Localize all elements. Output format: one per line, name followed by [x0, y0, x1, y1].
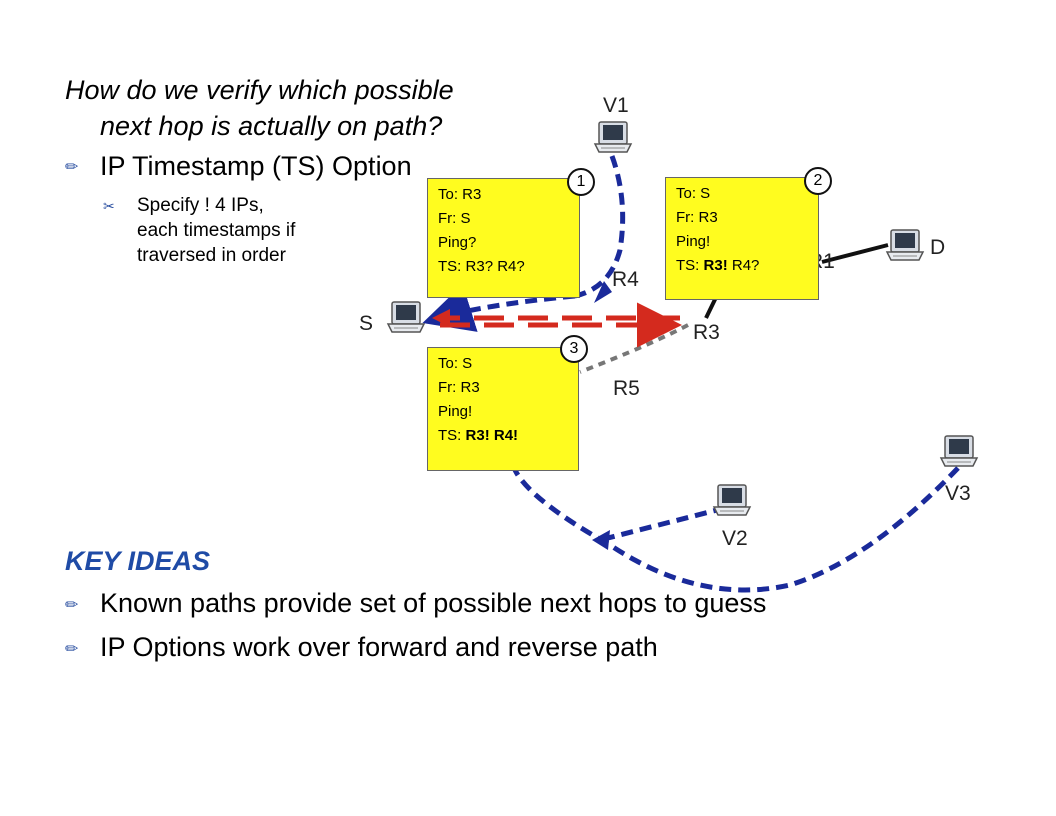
packet-to: To: S: [438, 355, 473, 372]
packet-ts: TS: R3! R4?: [676, 254, 818, 278]
node-label-r5: R5: [613, 377, 640, 400]
pencil-bullet-icon: ✏: [65, 158, 79, 176]
path-v3-to-s: [512, 466, 960, 593]
question-line-2: next hop is actually on path?: [100, 111, 443, 141]
packet-ts: TS: R3! R4!: [438, 424, 578, 448]
bullet-text: IP Timestamp (TS) Option: [100, 151, 412, 181]
bullet-ip-timestamp: ✏ IP Timestamp (TS) Option: [65, 148, 412, 186]
laptop-v2-icon: [713, 484, 751, 516]
ts-prefix: TS:: [438, 427, 466, 444]
packet-box-3: To: S Fr: R3 Ping! TS: R3! R4!: [427, 347, 579, 471]
packet-ping: Ping?: [438, 234, 477, 251]
packet-ping: Ping!: [676, 233, 711, 250]
packet-from: Fr: S: [438, 210, 471, 227]
sub-bullet-line-3: traversed in order: [137, 245, 286, 266]
path-arrowhead: [594, 281, 612, 303]
ts-r3: R3!: [703, 257, 728, 274]
pencil-bullet-icon: ✏: [65, 596, 79, 614]
packet-ts: TS: R3? R4?: [438, 255, 579, 279]
packet-box-1: To: R3 Fr: S Ping? TS: R3? R4?: [427, 178, 580, 298]
laptop-s-icon: [387, 301, 425, 333]
scissors-bullet-icon: ✂: [103, 198, 115, 214]
key-idea-text: Known paths provide set of possible next…: [100, 588, 767, 618]
path-v1-to-s: [422, 155, 626, 332]
packet-to: To: S: [676, 185, 711, 202]
packet-from: Fr: R3: [438, 379, 480, 396]
packet-box-2: To: S Fr: R3 Ping! TS: R3! R4?: [665, 177, 819, 300]
ts-r3: R3?: [465, 258, 494, 275]
laptop-v1-icon: [594, 121, 632, 153]
sub-bullet-line-1: ✂ Specify ! 4 IPs,: [103, 193, 264, 219]
packet-from: Fr: R3: [676, 209, 718, 226]
key-idea-1: ✏ Known paths provide set of possible nex…: [65, 588, 766, 619]
key-idea-text: IP Options work over forward and reverse…: [100, 632, 658, 662]
path-arrowhead: [592, 530, 610, 550]
ts-r4: R4!: [493, 427, 519, 444]
node-label-r3: R3: [693, 321, 720, 344]
key-idea-2: ✏ IP Options work over forward and revers…: [65, 632, 658, 663]
node-label-v1: V1: [603, 94, 629, 117]
laptop-v3-icon: [940, 435, 978, 467]
node-label-d: D: [930, 236, 946, 259]
laptop-d-icon: [886, 229, 924, 261]
node-label-s: S: [359, 312, 374, 335]
node-label-r4: R4: [612, 268, 639, 291]
step-number-2: 2: [804, 167, 832, 195]
ts-prefix: TS:: [438, 258, 466, 275]
ts-r4: R4?: [731, 257, 760, 274]
red-arrowhead-left: [432, 309, 450, 327]
key-ideas-heading: KEY IDEAS: [65, 546, 211, 576]
pencil-bullet-icon: ✏: [65, 640, 79, 658]
ts-prefix: TS:: [676, 257, 704, 274]
node-label-v3: V3: [945, 482, 971, 505]
sub-bullet-text-1: Specify ! 4 IPs,: [137, 195, 264, 216]
link-r3-r5: [579, 323, 689, 374]
step-number-1: 1: [567, 168, 595, 196]
node-label-v2: V2: [722, 527, 748, 550]
step-number-3: 3: [560, 335, 588, 363]
ts-r3: R3!: [465, 427, 490, 444]
sub-bullet-line-2: each timestamps if: [137, 220, 296, 241]
packet-to: To: R3: [438, 186, 482, 203]
packet-ping: Ping!: [438, 403, 473, 420]
question-line-1: How do we verify which possible: [65, 75, 454, 105]
ts-r4: R4?: [497, 258, 525, 275]
